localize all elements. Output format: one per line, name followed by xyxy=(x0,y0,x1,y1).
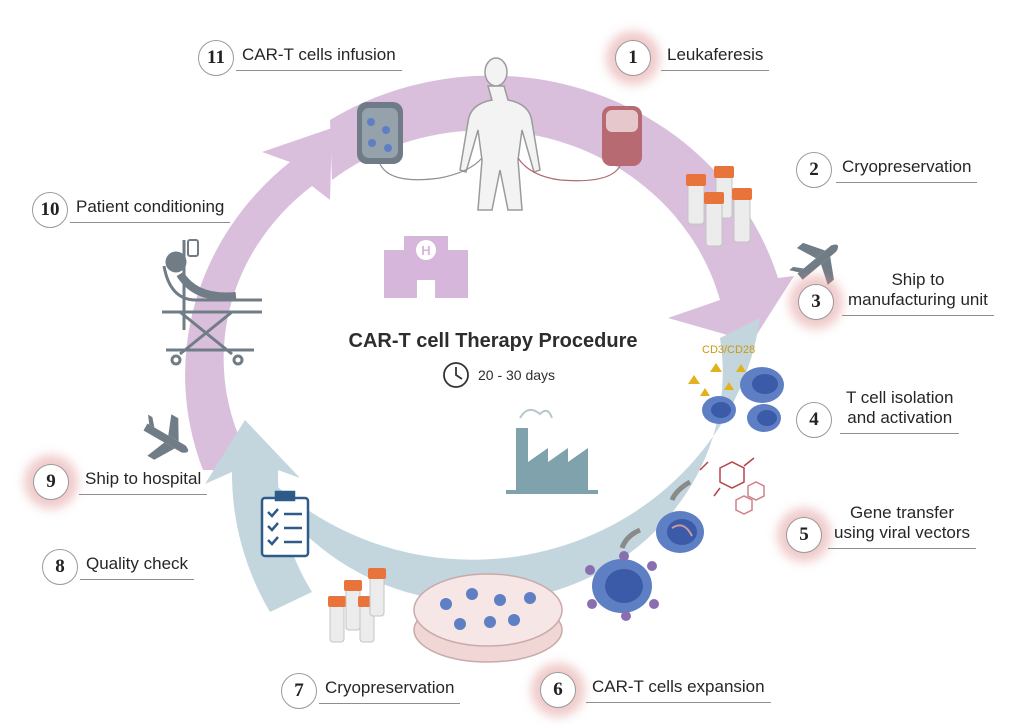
upper-cycle-band xyxy=(330,75,794,342)
hospital-bed-icon xyxy=(162,239,262,366)
step-5: 5 Gene transfer using viral vectors xyxy=(786,499,977,553)
step-8: 8 Quality check xyxy=(42,549,195,585)
step-9: 9 Ship to hospital xyxy=(33,464,208,500)
lower-cycle-arrow xyxy=(205,420,312,612)
clock-icon xyxy=(443,362,469,388)
step-number: 6 xyxy=(540,672,576,708)
hospital-icon: H xyxy=(384,236,468,298)
step-number: 2 xyxy=(796,152,832,188)
step-label-line: and activation xyxy=(847,407,953,427)
virus-vector-icon xyxy=(699,457,765,515)
step-label: Gene transfer using viral vectors xyxy=(828,502,977,550)
step-label: CAR-T cells expansion xyxy=(586,677,771,704)
human-body-icon xyxy=(459,57,541,211)
checklist-icon xyxy=(260,490,310,558)
step-label-line: manufacturing unit xyxy=(848,289,988,309)
step-number: 10 xyxy=(32,192,68,228)
step-number: 1 xyxy=(615,40,651,76)
step-number: 4 xyxy=(796,402,832,438)
svg-text:H: H xyxy=(421,243,430,258)
step-label: Cryopreservation xyxy=(319,678,461,705)
step-11: 11 CAR-T cells infusion xyxy=(198,40,402,76)
diagram-title: CAR-T cell Therapy Procedure xyxy=(348,330,638,352)
step-label: Quality check xyxy=(80,554,195,581)
upper-cycle-arrow xyxy=(185,128,332,470)
vials-icon xyxy=(686,166,752,247)
step-10: 10 Patient conditioning xyxy=(32,192,231,228)
process-arrow xyxy=(619,527,642,549)
blood-bag-icon xyxy=(517,106,642,182)
step-6: 6 CAR-T cells expansion xyxy=(540,672,771,708)
step-number: 8 xyxy=(42,549,78,585)
airplane-icon xyxy=(789,242,839,285)
airplane-icon xyxy=(143,414,189,460)
step-7: 7 Cryopreservation xyxy=(281,673,461,709)
petri-dish-icon xyxy=(413,573,563,663)
step-label-line: Gene transfer xyxy=(850,502,954,522)
lower-cycle-band xyxy=(262,318,760,603)
step-number: 9 xyxy=(33,464,69,500)
step-label: Ship to manufacturing unit xyxy=(842,269,994,317)
step-1: 1 Leukaferesis xyxy=(615,40,770,76)
step-label-line: using viral vectors xyxy=(834,522,971,542)
step-label: CAR-T cells infusion xyxy=(236,45,402,72)
step-label: Leukaferesis xyxy=(661,45,770,72)
step-label: Cryopreservation xyxy=(836,157,978,184)
duration-label: 20 - 30 days xyxy=(478,367,556,383)
step-number: 5 xyxy=(786,517,822,553)
vials-icon xyxy=(328,568,386,643)
factory-icon xyxy=(506,408,598,494)
step-number: 11 xyxy=(198,40,234,76)
step-label-line: T cell isolation xyxy=(846,387,954,407)
infusion-bag-icon xyxy=(357,102,483,181)
step-number: 7 xyxy=(281,673,317,709)
t-cell-icon xyxy=(688,363,784,432)
marker-label: CD3/CD28 xyxy=(702,344,756,356)
step-label-line: Ship to xyxy=(891,269,945,289)
step-number: 3 xyxy=(798,284,834,320)
step-2: 2 Cryopreservation xyxy=(796,152,978,188)
process-arrow xyxy=(669,479,692,502)
t-cell-icon xyxy=(585,511,704,621)
step-3: 3 Ship to manufacturing unit xyxy=(798,266,994,320)
step-4: 4 T cell isolation and activation xyxy=(796,384,960,438)
step-label: Patient conditioning xyxy=(70,197,231,224)
step-label: Ship to hospital xyxy=(79,469,208,496)
step-label: T cell isolation and activation xyxy=(840,387,960,435)
